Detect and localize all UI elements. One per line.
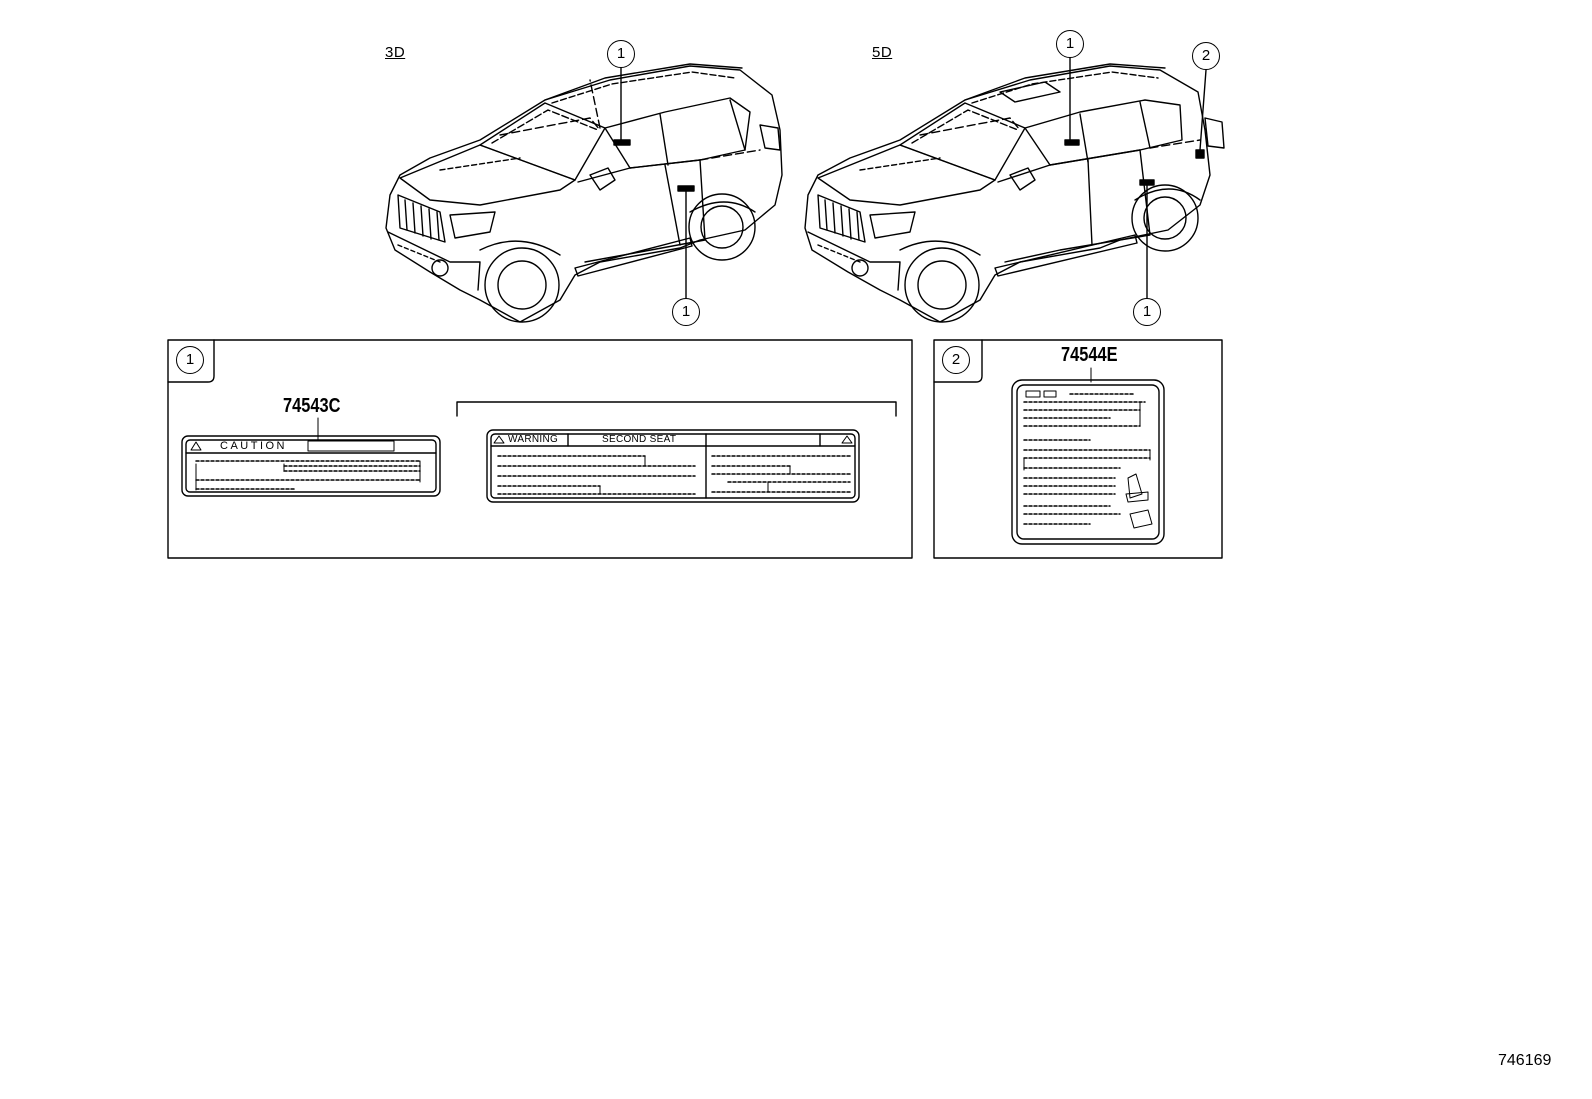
callout-1-5d-top: 1 [1056, 30, 1084, 58]
callout-1-5d-bottom: 1 [1133, 298, 1161, 326]
caution-heading: CAUTION [220, 440, 287, 452]
label-box-1-frame [167, 339, 913, 559]
callout-2-5d: 2 [1192, 42, 1220, 70]
label-box-2-frame [933, 339, 1223, 559]
part-number-74544e: 74544E [1061, 344, 1118, 366]
callout-1-3d-bottom: 1 [672, 298, 700, 326]
callout-1-3d-top: 1 [607, 40, 635, 68]
caution-label-drawing [181, 417, 441, 497]
box-2-callout: 2 [942, 346, 970, 374]
variant-label-3d: 3D [385, 44, 406, 61]
vehicle-3d-drawing [385, 63, 783, 323]
variant-label-5d: 5D [872, 44, 893, 61]
diagram-id: 746169 [1498, 1052, 1552, 1069]
second-seat-heading: SECOND SEAT [602, 434, 677, 445]
warning-label-drawing [486, 429, 860, 503]
part-number-74543c: 74543C [283, 395, 341, 417]
vehicle-5d-drawing [804, 55, 1225, 323]
warning-heading: WARNING [508, 434, 559, 445]
info-label-drawing [1011, 379, 1165, 545]
box-1-callout: 1 [176, 346, 204, 374]
